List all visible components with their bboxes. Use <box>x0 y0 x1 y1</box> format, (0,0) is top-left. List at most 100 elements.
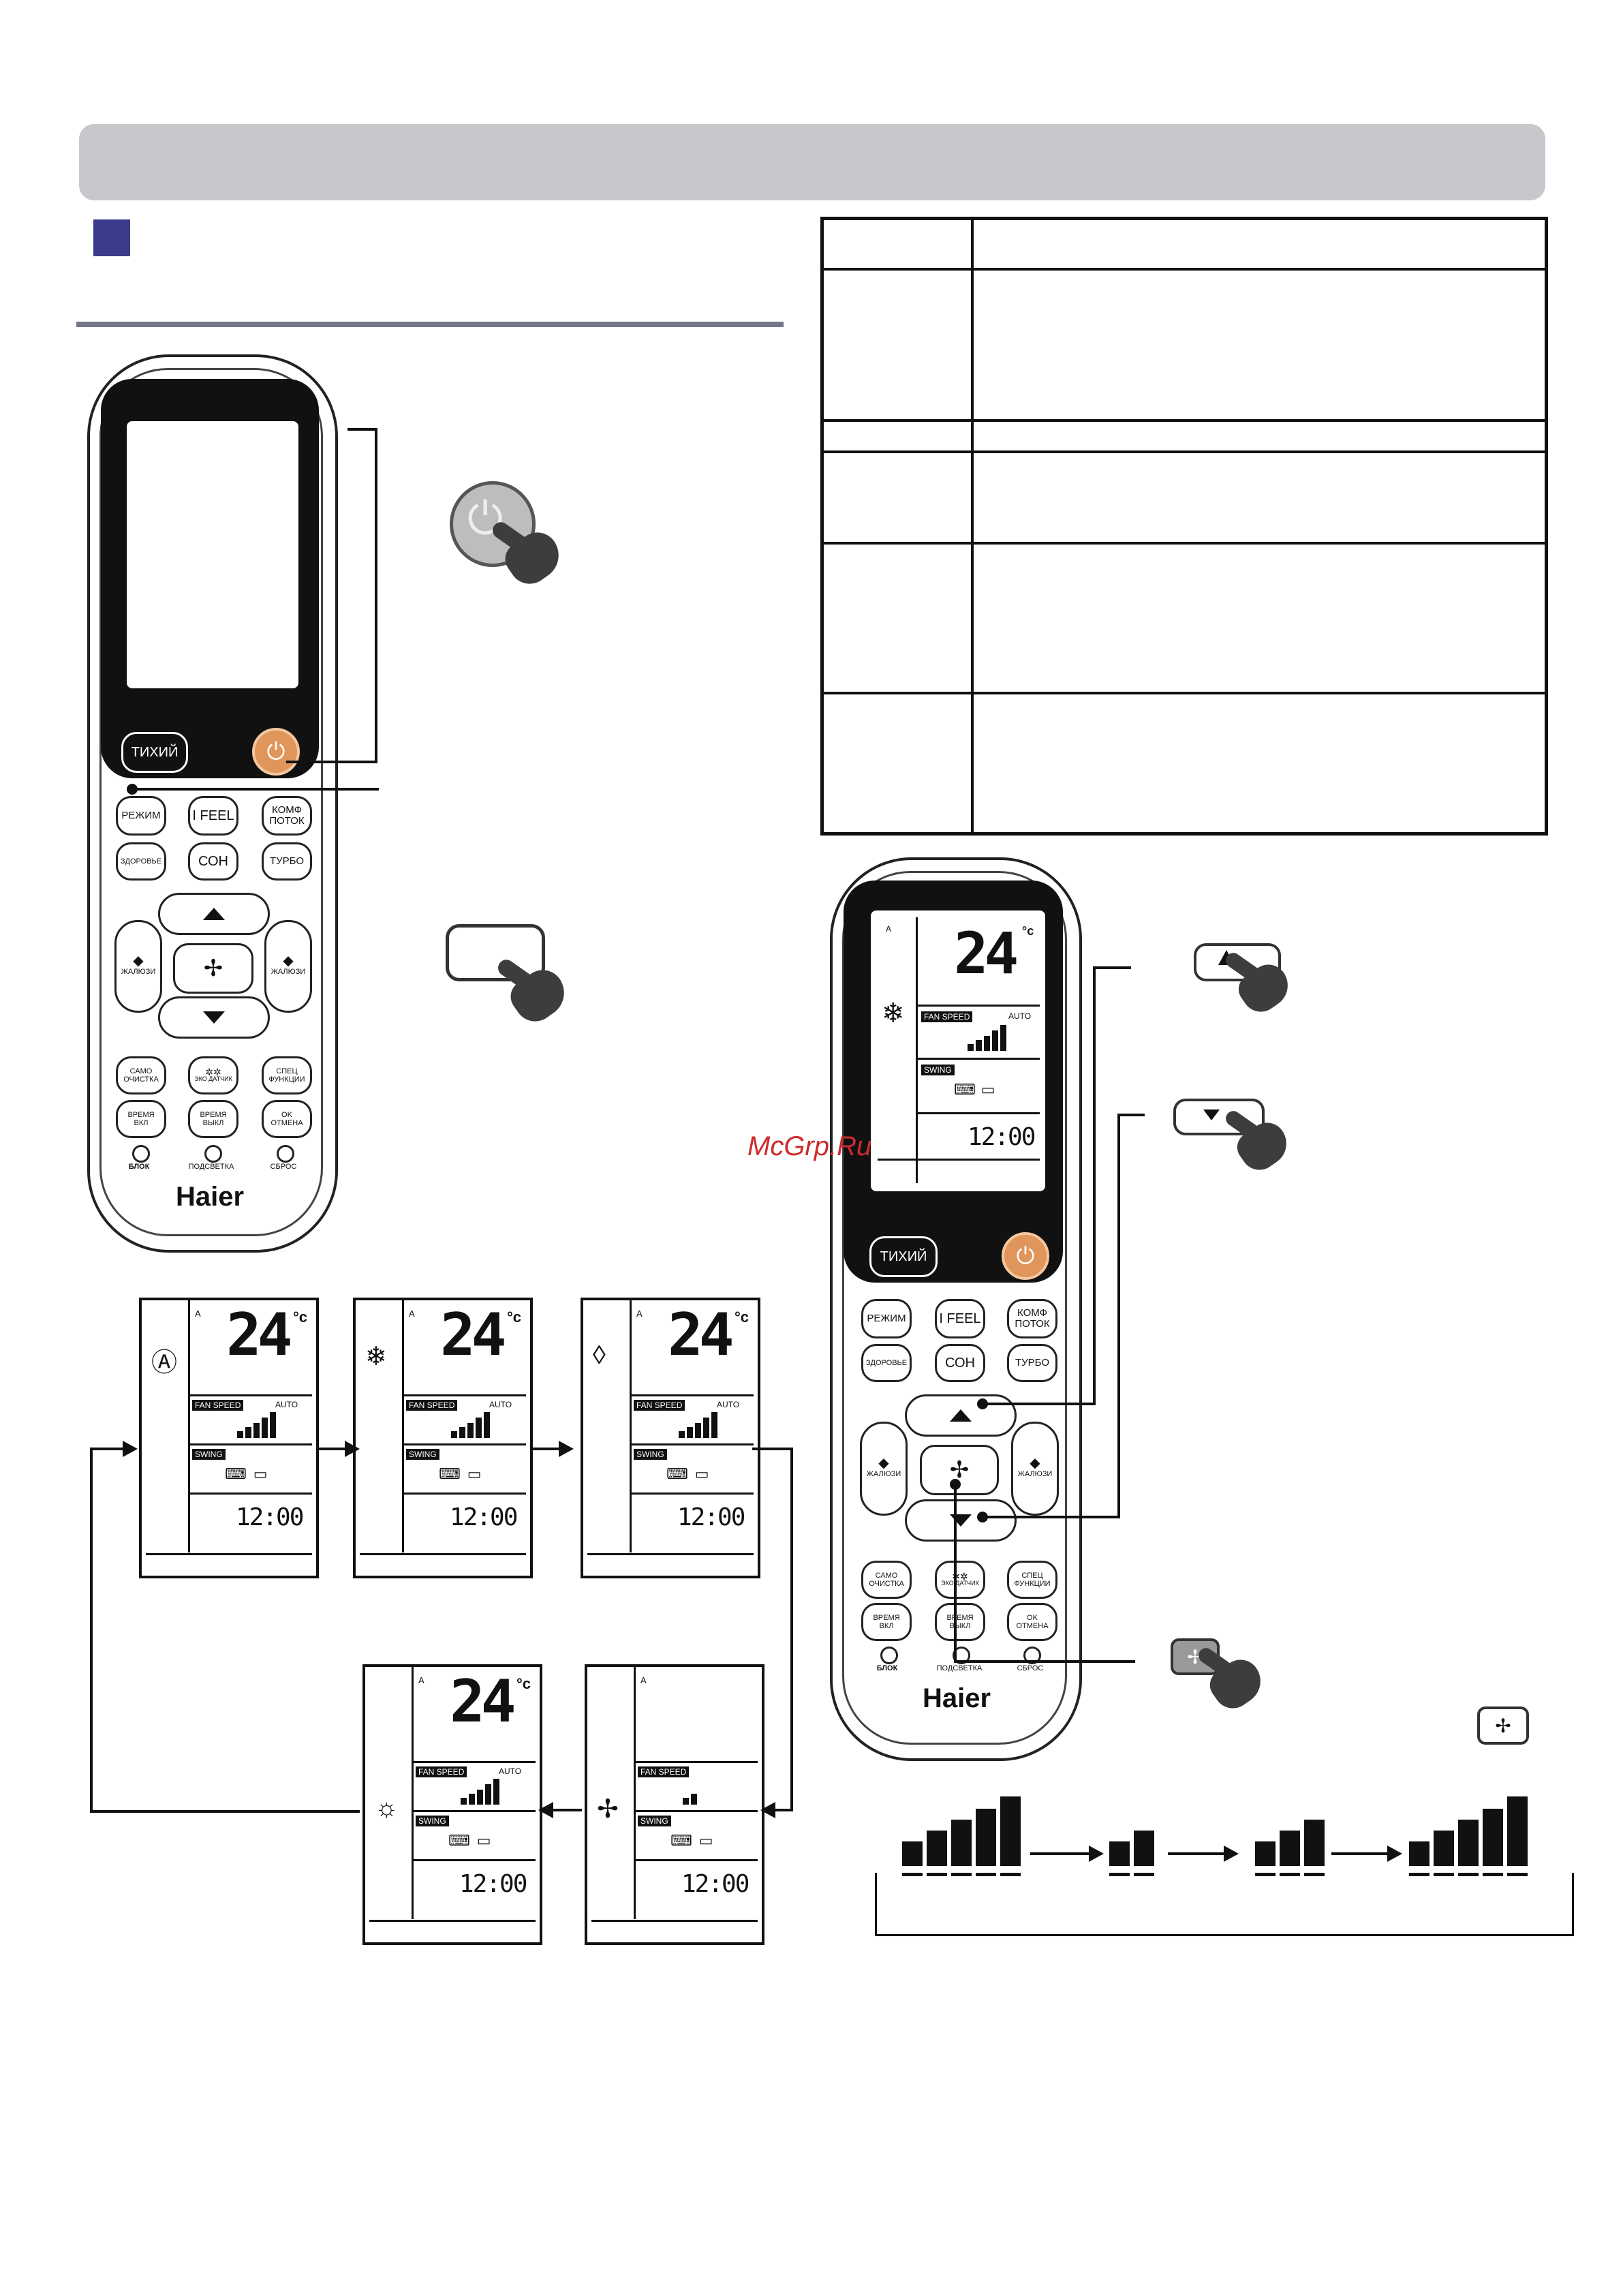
cycle-arrow-1 <box>318 1448 347 1450</box>
special-button[interactable]: СПЕЦ ФУНКЦИИ <box>262 1056 312 1095</box>
louver-right-button[interactable]: ◆ ЖАЛЮЗИ <box>264 920 312 1013</box>
speed-dash <box>1109 1873 1130 1876</box>
sleep-button[interactable]: СОН <box>188 842 238 881</box>
louver-left-button-right[interactable]: ◆ ЖАЛЮЗИ <box>860 1422 908 1516</box>
lcd-divider-v <box>188 1300 190 1552</box>
lock-label: БЛОК <box>128 1163 150 1171</box>
sensor-button[interactable]: ✲✲ ЭКО ДАТЧИК <box>188 1056 238 1095</box>
lock-led-right[interactable] <box>880 1647 898 1664</box>
section-rule <box>76 322 784 327</box>
power-button[interactable]: ⏻ <box>252 728 300 776</box>
lcd-fan-speed-tag: FAN SPEED <box>406 1400 458 1411</box>
health-button[interactable]: ЗДОРОВЬЕ <box>116 842 166 881</box>
table-column-divider <box>971 220 974 832</box>
timer-on-button[interactable]: ВРЕМЯ ВКЛ <box>116 1100 166 1138</box>
ifeel-button[interactable]: I FEEL <box>188 796 238 836</box>
right-screen-a: A <box>886 924 892 934</box>
lcd-a-mark: A <box>636 1308 643 1319</box>
special-button-right[interactable]: СПЕЦ ФУНКЦИИ <box>1007 1561 1057 1599</box>
lcd-bottom-line <box>591 1920 758 1922</box>
selfclean-button[interactable]: САМО ОЧИСТКА <box>116 1056 166 1095</box>
reset-led[interactable] <box>277 1145 294 1163</box>
cycle-arrowhead-2 <box>559 1441 574 1457</box>
ok-button-right[interactable]: OK ОТМЕНА <box>1007 1603 1057 1641</box>
lcd-fan-bar <box>477 1790 483 1805</box>
lock-led[interactable] <box>132 1145 150 1163</box>
mode-button[interactable]: РЕЖИМ <box>116 796 166 836</box>
timer-off-button-right[interactable]: ВРЕМЯ ВЫКЛ <box>935 1603 985 1641</box>
brand-logo-right: Haier <box>922 1683 991 1713</box>
selfclean-button-right[interactable]: САМО ОЧИСТКА <box>861 1561 912 1599</box>
timer-on-button-right[interactable]: ВРЕМЯ ВКЛ <box>861 1603 912 1641</box>
cycle-arrow-5-h <box>90 1810 360 1813</box>
lcd-mode-icon: ❄ <box>365 1343 387 1371</box>
fan-button[interactable]: ✢ <box>173 943 253 994</box>
health-label: ЗДОРОВЬЕ <box>120 857 162 866</box>
remote-left-screen <box>127 421 298 688</box>
ifeel-button-right[interactable]: I FEEL <box>935 1299 985 1338</box>
speed-bar <box>1434 1831 1454 1866</box>
lcd-fan-bar <box>484 1412 490 1438</box>
down-button[interactable] <box>158 996 270 1039</box>
power-button-right[interactable]: ⏻ <box>1002 1232 1049 1280</box>
callout-fan-dot <box>950 1479 961 1490</box>
silent-button-right[interactable]: ТИХИЙ <box>869 1236 938 1277</box>
lcd-mode-icon: ◊ <box>593 1341 606 1370</box>
lcd-auto-label: AUTO <box>489 1400 512 1409</box>
ok-label-1: OK <box>281 1111 292 1119</box>
lcd-fan-bar <box>469 1794 475 1805</box>
right-screen-bottom-line <box>878 1159 1040 1161</box>
lcd-divider-h3 <box>630 1493 754 1495</box>
ifeel-label-right: I FEEL <box>939 1311 981 1326</box>
louver-left-button[interactable]: ◆ ЖАЛЮЗИ <box>114 920 162 1013</box>
comfort-button-right[interactable]: КОМФ ПОТОК <box>1007 1299 1057 1338</box>
timer-off-button[interactable]: ВРЕМЯ ВЫКЛ <box>188 1100 238 1138</box>
callout-up-dot <box>977 1398 988 1409</box>
silent-label-right: ТИХИЙ <box>880 1249 927 1264</box>
backlight-led[interactable] <box>204 1145 222 1163</box>
lcd-a-mark: A <box>418 1675 424 1685</box>
lcd-swing-tag: SWING <box>638 1816 671 1826</box>
lcd-divider-v <box>412 1667 414 1919</box>
lcd-fan-bar <box>683 1798 689 1805</box>
speed-dash <box>1280 1873 1300 1876</box>
turbo-label-right: ТУРБО <box>1015 1357 1050 1368</box>
louver-vertical-icon: ◆ <box>283 953 294 968</box>
cycle-arrowhead-3 <box>760 1802 775 1818</box>
special-label-right-2: ФУНКЦИИ <box>1014 1580 1051 1588</box>
silent-button[interactable]: ТИХИЙ <box>121 732 188 773</box>
cycle-arrowhead-4 <box>538 1802 553 1818</box>
speed-dash <box>1255 1873 1276 1876</box>
lcd-divider-h3 <box>188 1493 312 1495</box>
sensor-button-right[interactable]: ✲✲ ЭКО ДАТЧИК <box>935 1561 985 1599</box>
up-button[interactable] <box>158 893 270 935</box>
callout-power-h-top <box>347 428 377 431</box>
lcd-clock: 12:00 <box>677 1503 745 1531</box>
remote-left-inner <box>99 368 323 1236</box>
right-screen-divider-h2 <box>917 1058 1040 1060</box>
lcd-mode-icon: Ⓐ <box>151 1349 178 1377</box>
lcd-fan-bars <box>683 1777 697 1805</box>
speed-dash <box>902 1873 923 1876</box>
speed-arrowhead <box>1089 1846 1104 1862</box>
sleep-button-right[interactable]: СОН <box>935 1344 985 1382</box>
speed-bar <box>976 1809 996 1866</box>
lcd-divider-h2 <box>188 1443 312 1445</box>
lcd-fan-bar <box>711 1412 717 1438</box>
health-button-right[interactable]: ЗДОРОВЬЕ <box>861 1344 912 1382</box>
up-button-right[interactable] <box>905 1394 1017 1437</box>
speed-dash <box>927 1873 947 1876</box>
speed-bar <box>1507 1796 1528 1866</box>
louver-right-button-right[interactable]: ◆ ЖАЛЮЗИ <box>1011 1422 1059 1516</box>
turbo-button-right[interactable]: ТУРБО <box>1007 1344 1057 1382</box>
ok-button[interactable]: OK ОТМЕНА <box>262 1100 312 1138</box>
turbo-button[interactable]: ТУРБО <box>262 842 312 881</box>
callout-mode-dot <box>127 784 138 795</box>
comfort-button[interactable]: КОМФ ПОТОК <box>262 796 312 836</box>
mode-button-right[interactable]: РЕЖИМ <box>861 1299 912 1338</box>
down-button-right[interactable] <box>905 1499 1017 1542</box>
speed-bar <box>1255 1841 1276 1866</box>
